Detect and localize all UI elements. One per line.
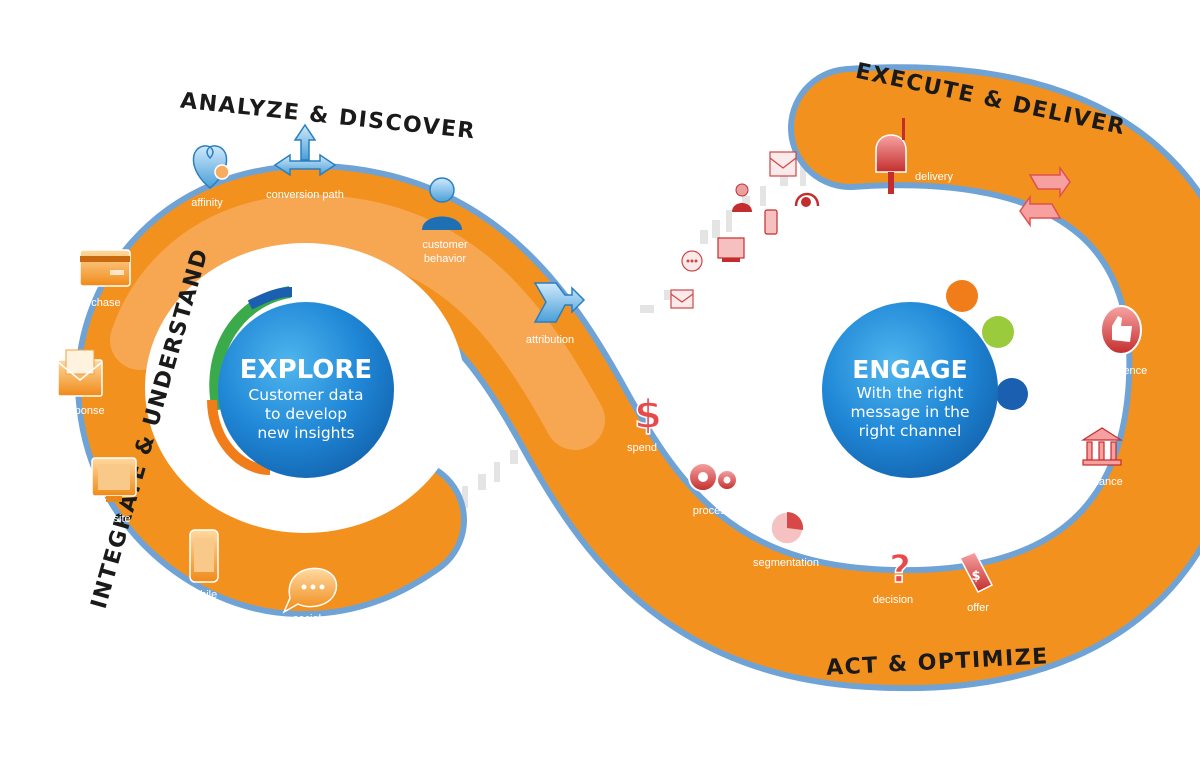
smartphone-icon bbox=[764, 209, 778, 235]
offer-label: offer bbox=[967, 602, 989, 614]
arrows-split-icon bbox=[273, 123, 337, 177]
explore-line-2: to develop bbox=[265, 405, 347, 423]
governance-item: governance bbox=[1065, 427, 1124, 488]
engage-line-1: With the right bbox=[857, 384, 964, 402]
social-label: social bbox=[293, 613, 321, 625]
merge-arrow-icon bbox=[533, 282, 586, 323]
stage-analyze-discover: ANALYZE & DISCOVER bbox=[179, 89, 477, 145]
spend-item: $ spend bbox=[627, 391, 663, 454]
decision-item: ? decision bbox=[873, 546, 913, 606]
website-item: website bbox=[91, 457, 137, 525]
envelope-icon bbox=[57, 349, 103, 397]
headset-icon bbox=[794, 192, 820, 207]
engage-hub: ENGAGE With the right message in the rig… bbox=[822, 280, 1028, 478]
envelope-icon bbox=[670, 289, 694, 309]
attribution-label: attribution bbox=[526, 334, 574, 346]
mobile-item: mobile bbox=[185, 529, 219, 601]
explore-line-1: Customer data bbox=[248, 386, 363, 404]
attribution-item: attribution bbox=[526, 282, 586, 346]
preference-item: preference bbox=[1095, 305, 1148, 377]
social-item: social bbox=[282, 567, 337, 625]
response-item: response bbox=[57, 349, 105, 417]
explore-hub: EXPLORE Customer data to develop new ins… bbox=[207, 286, 394, 478]
engage-title: ENGAGE bbox=[852, 355, 967, 384]
customer-behavior-label-1: customer bbox=[422, 239, 468, 251]
segmentation-label: segmentation bbox=[753, 557, 819, 569]
chat-bubble-icon bbox=[681, 250, 703, 272]
spend-label: spend bbox=[627, 442, 657, 454]
process-label: process bbox=[693, 505, 732, 517]
recycle-arrows-icon bbox=[1019, 165, 1071, 228]
chat-bubble-icon bbox=[282, 567, 337, 614]
envelope-icon bbox=[769, 151, 797, 177]
purchase-item: purchase bbox=[75, 249, 131, 309]
monitor-icon bbox=[91, 457, 137, 502]
dollar-icon: $ bbox=[634, 392, 662, 438]
question-icon: ? bbox=[889, 547, 911, 591]
mobile-label: mobile bbox=[185, 589, 217, 601]
process-item: process bbox=[688, 462, 738, 517]
governance-label: governance bbox=[1065, 476, 1123, 488]
response-label: response bbox=[59, 405, 104, 417]
person-icon bbox=[732, 183, 752, 212]
explore-title: EXPLORE bbox=[240, 355, 372, 385]
affinity-item: affinity bbox=[191, 145, 230, 209]
thumbs-up-icon bbox=[1100, 305, 1142, 355]
compliance-label: compliance bbox=[1021, 234, 1077, 246]
channel-icons bbox=[670, 151, 820, 309]
customer-behavior-item: customer behavior bbox=[422, 177, 468, 265]
pie-chart-icon bbox=[770, 511, 804, 545]
bank-icon bbox=[1080, 427, 1124, 466]
smartphone-icon bbox=[189, 529, 219, 583]
engage-line-2: message in the bbox=[850, 403, 969, 421]
delivery-label: delivery bbox=[915, 171, 953, 183]
segmentation-item: segmentation bbox=[753, 511, 819, 569]
website-label: website bbox=[92, 513, 130, 525]
conversion-path-label: conversion path bbox=[266, 189, 344, 201]
customer-behavior-label-2: behavior bbox=[424, 253, 467, 265]
explore-line-3: new insights bbox=[257, 424, 354, 442]
engage-line-3: right channel bbox=[859, 422, 962, 440]
monitor-icon bbox=[717, 237, 745, 262]
credit-card-icon bbox=[79, 249, 131, 287]
offer-item: $ offer bbox=[958, 551, 994, 614]
conversion-path-item: conversion path bbox=[266, 123, 344, 201]
gears-icon bbox=[688, 462, 738, 492]
decision-label: decision bbox=[873, 594, 913, 606]
person-icon bbox=[422, 177, 462, 230]
delivery-item: delivery bbox=[875, 118, 953, 194]
affinity-label: affinity bbox=[191, 197, 223, 209]
price-tag-icon: $ bbox=[958, 551, 994, 593]
purchase-label: purchase bbox=[75, 297, 120, 309]
preference-label: preference bbox=[1095, 365, 1148, 377]
mailbox-icon bbox=[875, 118, 907, 194]
compliance-item: compliance bbox=[1019, 165, 1077, 246]
svg-text:$: $ bbox=[971, 569, 980, 584]
